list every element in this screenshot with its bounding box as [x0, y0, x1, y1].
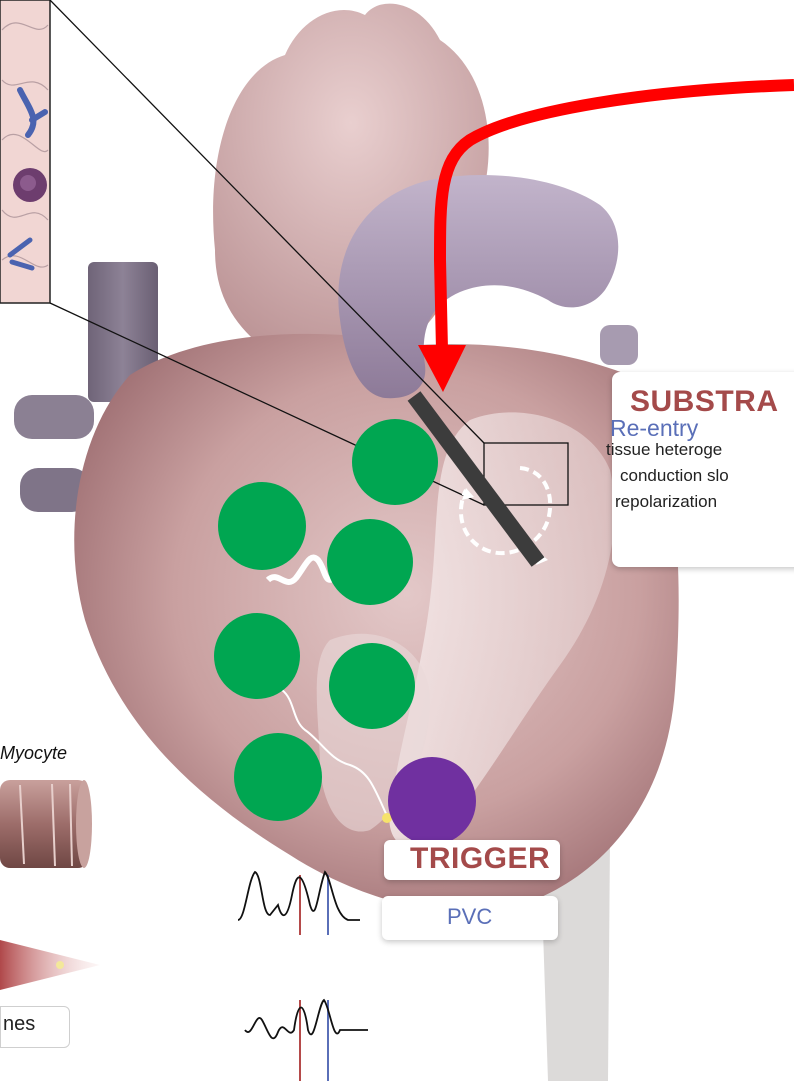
- myocyte-end-shape: [76, 780, 92, 868]
- green-cell: [218, 482, 306, 570]
- green-cell: [234, 733, 322, 821]
- green-cell: [327, 519, 413, 605]
- pulmonary-vein-upper-shape: [14, 395, 94, 439]
- myocyte-label: Myocyte: [0, 743, 67, 764]
- descending-aorta-shape: [600, 325, 638, 365]
- red-streak-shape: [0, 940, 100, 990]
- substrate-line-conduction: conduction slo: [620, 466, 729, 486]
- reentry-label: Re-entry: [610, 415, 698, 442]
- cell-nucleus-inner-icon: [20, 175, 36, 191]
- ventricle-shape: [74, 334, 678, 912]
- pvc-label: PVC: [447, 904, 492, 930]
- substrate-line-tissue: tissue heteroge: [606, 440, 722, 460]
- green-cell: [214, 613, 300, 699]
- green-cell: [352, 419, 438, 505]
- bottom-left-label: nes: [3, 1013, 35, 1036]
- myocyte-shape: [0, 780, 88, 868]
- ecg-trace-icon: [238, 872, 368, 1081]
- substrate-title: SUBSTRA: [630, 385, 779, 419]
- trigger-title: TRIGGER: [410, 842, 550, 876]
- purple-cell: [388, 757, 476, 845]
- green-cell: [329, 643, 415, 729]
- spark-dot-icon: [56, 961, 64, 969]
- substrate-line-repolarization: repolarization: [615, 492, 717, 512]
